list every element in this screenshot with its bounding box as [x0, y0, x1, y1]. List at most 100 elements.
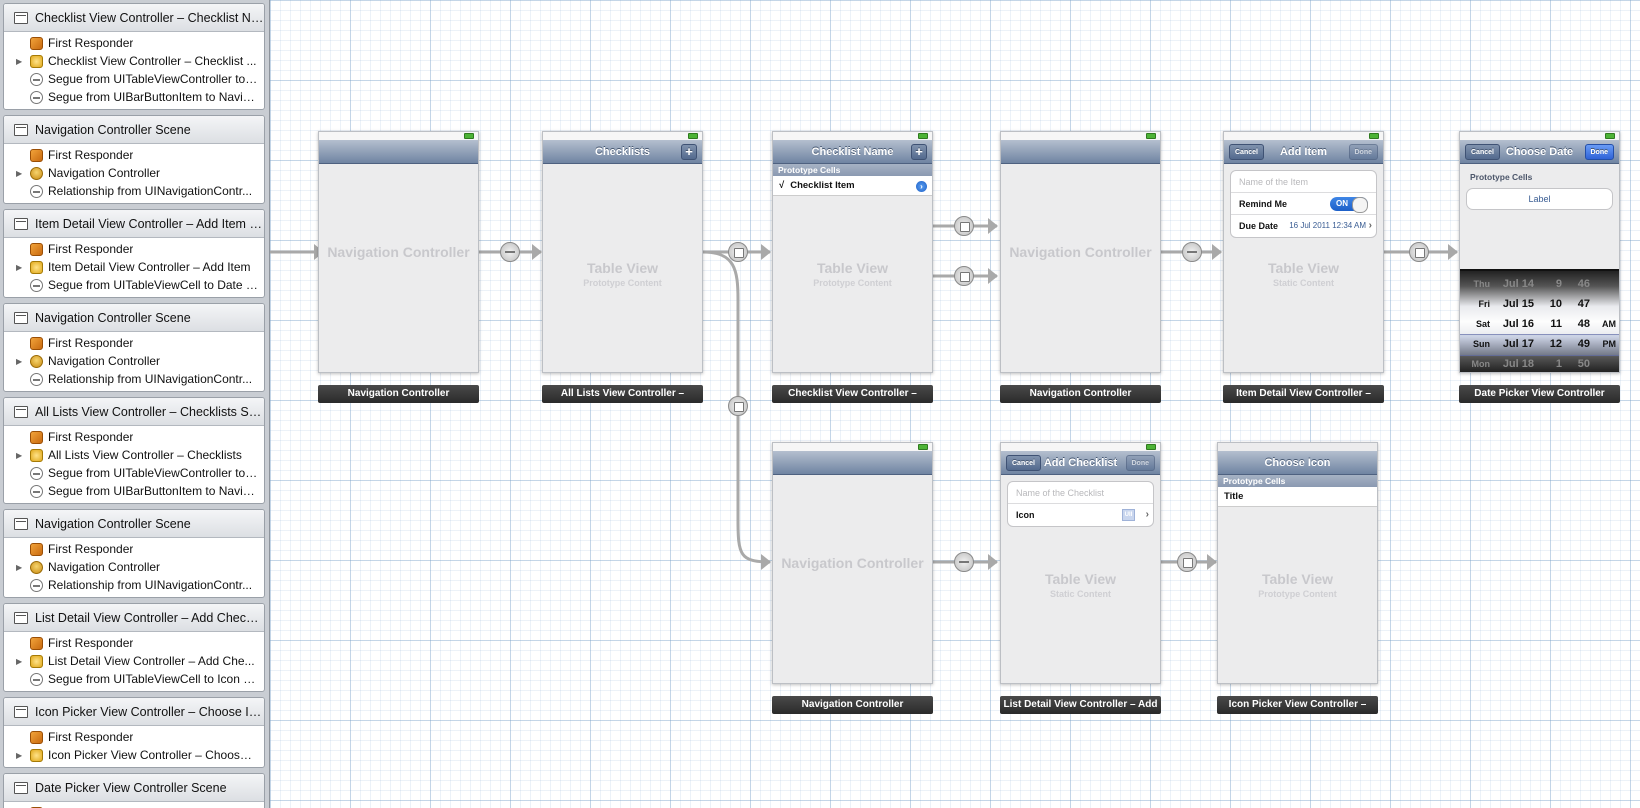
- navigation-bar[interactable]: Choose Icon: [1218, 451, 1377, 475]
- outline-item[interactable]: ▶List Detail View Controller – Add Che..…: [4, 652, 264, 670]
- icon-row[interactable]: Icon UII ›: [1008, 504, 1153, 526]
- outline-scene-header[interactable]: Date Picker View Controller Scene: [4, 774, 264, 802]
- scene-caption[interactable]: Icon Picker View Controller –: [1217, 696, 1378, 714]
- segue-icon[interactable]: [954, 266, 974, 286]
- outline-scene-header[interactable]: Checklist View Controller – Checklist Na…: [4, 4, 264, 32]
- outline-item[interactable]: First Responder: [4, 804, 264, 808]
- segue-icon[interactable]: [728, 242, 748, 262]
- outline-item[interactable]: Segue from UIBarButtonItem to Navig...: [4, 88, 264, 106]
- outline-scene-header[interactable]: Item Detail View Controller – Add Item S…: [4, 210, 264, 238]
- segue-icon[interactable]: [1409, 242, 1429, 262]
- scene-caption[interactable]: Item Detail View Controller –: [1223, 385, 1384, 403]
- scene-caption[interactable]: Navigation Controller: [1000, 385, 1161, 403]
- checklist-item-cell[interactable]: √Checklist Item ›: [773, 176, 932, 196]
- scene-caption[interactable]: List Detail View Controller – Add: [1000, 696, 1161, 714]
- outline-item[interactable]: First Responder: [4, 728, 264, 746]
- outline-scene-header[interactable]: List Detail View Controller – Add Checkl…: [4, 604, 264, 632]
- navigation-bar[interactable]: Checklist Name +: [773, 140, 932, 164]
- outline-scene-header[interactable]: Navigation Controller Scene: [4, 510, 264, 538]
- outline-item[interactable]: Relationship from UINavigationContr...: [4, 182, 264, 200]
- relationship-segue-icon[interactable]: [1182, 242, 1202, 262]
- segue-icon[interactable]: [728, 396, 748, 416]
- disclosure-triangle-icon[interactable]: ▶: [16, 262, 23, 272]
- disclosure-triangle-icon[interactable]: ▶: [16, 356, 23, 366]
- storyboard-canvas[interactable]: Navigation Controller Navigation Control…: [270, 0, 1640, 808]
- scene-date-picker-view-controller[interactable]: Cancel Choose Date Done Prototype Cells …: [1459, 131, 1620, 373]
- scene-navigation-controller-2[interactable]: Navigation Controller: [1000, 131, 1161, 373]
- scene-caption[interactable]: Date Picker View Controller: [1459, 385, 1620, 403]
- outline-item[interactable]: Segue from UITableViewCell to Icon P...: [4, 670, 264, 688]
- outline-item[interactable]: First Responder: [4, 146, 264, 164]
- navigation-bar[interactable]: Cancel Add Checklist Done: [1001, 451, 1160, 475]
- outline-item[interactable]: Segue from UITableViewController to ...: [4, 70, 264, 88]
- navigation-bar[interactable]: Checklists +: [543, 140, 702, 164]
- scene-caption[interactable]: Navigation Controller: [318, 385, 479, 403]
- outline-item[interactable]: Segue from UIBarButtonItem to Navig...: [4, 482, 264, 500]
- cancel-button[interactable]: Cancel: [1006, 455, 1041, 471]
- disclosure-triangle-icon[interactable]: ▶: [16, 56, 23, 66]
- navigation-bar[interactable]: [773, 451, 932, 475]
- done-button[interactable]: Done: [1125, 455, 1155, 471]
- relationship-segue-icon[interactable]: [500, 242, 520, 262]
- scene-all-lists-view-controller[interactable]: Checklists + Table View Prototype Conten…: [542, 131, 703, 373]
- outline-item[interactable]: First Responder: [4, 634, 264, 652]
- scene-caption[interactable]: Checklist View Controller –: [772, 385, 933, 403]
- outline-item[interactable]: First Responder: [4, 240, 264, 258]
- outline-item[interactable]: Relationship from UINavigationContr...: [4, 576, 264, 594]
- cancel-button[interactable]: Cancel: [1229, 144, 1264, 160]
- outline-scene-header[interactable]: Navigation Controller Scene: [4, 304, 264, 332]
- outline-item[interactable]: ▶Checklist View Controller – Checklist .…: [4, 52, 264, 70]
- scene-item-detail-view-controller[interactable]: Cancel Add Item Done Name of the Item Re…: [1223, 131, 1384, 373]
- scene-icon-picker-view-controller[interactable]: Choose Icon Prototype Cells Title Table …: [1217, 442, 1378, 684]
- remind-me-switch[interactable]: ON: [1330, 197, 1368, 213]
- disclosure-triangle-icon[interactable]: ▶: [16, 168, 23, 178]
- navigation-bar[interactable]: Cancel Add Item Done: [1224, 140, 1383, 164]
- outline-item[interactable]: First Responder: [4, 428, 264, 446]
- due-date-row[interactable]: Due Date 16 Jul 2011 12:34 AM ›: [1231, 215, 1376, 237]
- title-cell[interactable]: Title: [1218, 487, 1377, 507]
- navigation-bar[interactable]: [319, 140, 478, 164]
- scene-list-detail-view-controller[interactable]: Cancel Add Checklist Done Name of the Ch…: [1000, 442, 1161, 684]
- relationship-segue-icon[interactable]: [954, 552, 974, 572]
- add-button[interactable]: +: [681, 144, 697, 160]
- scene-navigation-controller-1[interactable]: Navigation Controller: [318, 131, 479, 373]
- outline-item[interactable]: ▶Navigation Controller: [4, 164, 264, 182]
- disclosure-triangle-icon[interactable]: ▶: [16, 450, 23, 460]
- navigation-bar[interactable]: [1001, 140, 1160, 164]
- outline-scene-header[interactable]: Icon Picker View Controller – Choose Ico…: [4, 698, 264, 726]
- label-cell[interactable]: Label: [1466, 188, 1613, 210]
- segue-icon[interactable]: [954, 216, 974, 236]
- disclosure-triangle-icon[interactable]: ▶: [16, 562, 23, 572]
- outline-item[interactable]: ▶Navigation Controller: [4, 558, 264, 576]
- outline-item[interactable]: ▶Navigation Controller: [4, 352, 264, 370]
- outline-scene-header[interactable]: Navigation Controller Scene: [4, 116, 264, 144]
- done-button[interactable]: Done: [1348, 144, 1378, 160]
- outline-item[interactable]: ▶Item Detail View Controller – Add Item: [4, 258, 264, 276]
- done-button[interactable]: Done: [1584, 144, 1614, 160]
- item-name-field[interactable]: Name of the Item: [1231, 171, 1376, 193]
- checklist-name-field[interactable]: Name of the Checklist: [1008, 482, 1153, 504]
- cancel-button[interactable]: Cancel: [1465, 144, 1500, 160]
- detail-disclosure-icon[interactable]: ›: [916, 181, 927, 192]
- outline-item[interactable]: Relationship from UINavigationContr...: [4, 370, 264, 388]
- scene-caption[interactable]: Navigation Controller: [772, 696, 933, 714]
- scene-checklist-view-controller[interactable]: Checklist Name + Prototype Cells √Checkl…: [772, 131, 933, 373]
- outline-item[interactable]: ▶Icon Picker View Controller – Choose Ic…: [4, 746, 264, 764]
- outline-item[interactable]: First Responder: [4, 34, 264, 52]
- segue-icon[interactable]: [1177, 552, 1197, 572]
- outline-item[interactable]: Segue from UITableViewController to ...: [4, 464, 264, 482]
- disclosure-triangle-icon[interactable]: ▶: [16, 656, 23, 666]
- navigation-bar[interactable]: Cancel Choose Date Done: [1460, 140, 1619, 164]
- add-button[interactable]: +: [911, 144, 927, 160]
- outline-item[interactable]: First Responder: [4, 334, 264, 352]
- scene-caption[interactable]: All Lists View Controller –: [542, 385, 703, 403]
- outline-item[interactable]: ▶All Lists View Controller – Checklists: [4, 446, 264, 464]
- scene-navigation-controller-3[interactable]: Navigation Controller: [772, 442, 933, 684]
- outline-item[interactable]: Segue from UITableViewCell to Date P...: [4, 276, 264, 294]
- outline-item[interactable]: First Responder: [4, 540, 264, 558]
